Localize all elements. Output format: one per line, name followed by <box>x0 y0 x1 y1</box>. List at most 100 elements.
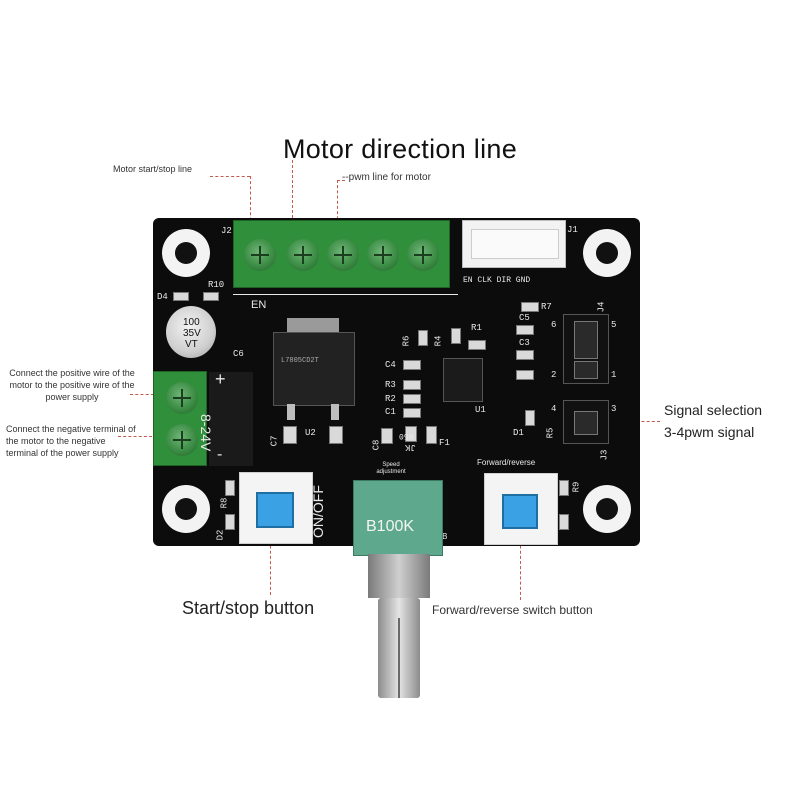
jumper-cap[interactable] <box>574 321 598 359</box>
leader-line <box>250 176 251 236</box>
motor-terminal-block <box>233 220 450 288</box>
fuse-marking: 050 <box>399 431 414 440</box>
smd-led <box>225 514 235 530</box>
forward-reverse-button[interactable] <box>502 494 538 529</box>
leader-line <box>210 176 250 177</box>
r10-label: R10 <box>208 280 225 290</box>
regulator-pad <box>329 426 343 444</box>
pin-6-label: 6 <box>551 320 557 330</box>
r4-label: R4 <box>433 335 444 347</box>
mounting-hole <box>162 485 210 533</box>
diagram-title: Motor direction line <box>282 134 518 164</box>
terminal-screw[interactable] <box>327 239 359 271</box>
r8-label: R8 <box>219 497 230 509</box>
smd-diode <box>525 410 535 426</box>
j4-label: J4 <box>596 301 607 313</box>
pin-5-label: 5 <box>611 320 617 330</box>
terminal-screw[interactable] <box>407 239 439 271</box>
c1-label: C1 <box>385 407 396 417</box>
capacitor-marking-1: 100 <box>183 317 200 328</box>
smd-resistor <box>203 292 219 301</box>
fuse <box>426 426 437 444</box>
u2-label: U2 <box>305 428 316 438</box>
start-stop-button[interactable] <box>256 492 294 528</box>
pin-1-label: 1 <box>611 370 617 380</box>
power-terminal-screw[interactable] <box>166 424 198 456</box>
leader-line <box>337 180 345 181</box>
regulator-pin <box>331 404 339 420</box>
terminal-screw[interactable] <box>367 239 399 271</box>
smd-capacitor <box>516 350 534 360</box>
leader-line <box>337 180 338 240</box>
d2-label: D2 <box>215 529 226 541</box>
negative-terminal-label: Connect the negative terminal of the mot… <box>6 424 136 458</box>
j2-label: J2 <box>221 226 232 236</box>
leader-line <box>520 525 521 600</box>
power-voltage-label: 8-24V <box>198 414 214 452</box>
pwm-line-label: --pwm line for motor <box>342 172 431 183</box>
signal-connector <box>462 220 566 268</box>
power-label-area <box>209 372 253 466</box>
smd-capacitor <box>516 325 534 335</box>
jumper-cap[interactable] <box>574 411 598 435</box>
smd-resistor <box>521 302 539 312</box>
smd-led <box>173 292 189 301</box>
smd-resistor <box>559 480 569 496</box>
r3-label: R3 <box>385 380 396 390</box>
power-terminal-block <box>153 371 207 466</box>
shaft-slot <box>398 618 400 698</box>
positive-wire-label: Connect the positive wire of the motor t… <box>9 368 135 402</box>
forward-reverse-silk-label: Forward/reverse <box>477 458 536 467</box>
electrolytic-capacitor <box>166 306 216 358</box>
f1-label: F1 <box>439 438 450 448</box>
jk-label: JK <box>405 442 416 452</box>
leader-line <box>292 160 293 238</box>
start-stop-button-label: Start/stop button <box>182 598 315 618</box>
j3-label: J3 <box>599 449 610 461</box>
c4-label: C4 <box>385 360 396 370</box>
c5-label: C5 <box>519 313 530 323</box>
mounting-hole <box>583 485 631 533</box>
forward-reverse-button-label: Forward/reverse switch button <box>432 603 593 617</box>
r1-label: R1 <box>471 323 482 333</box>
plus-label: + <box>215 369 226 389</box>
c6-label: C6 <box>233 349 244 359</box>
silk-line <box>233 294 458 295</box>
regulator-marking: L7805CD2T <box>281 357 319 365</box>
connector-pin-labels: EN CLK DIR GND <box>463 276 531 285</box>
smd-capacitor <box>516 370 534 380</box>
smd-capacitor <box>381 428 393 444</box>
terminal-screw[interactable] <box>244 239 276 271</box>
connector-housing <box>471 229 559 259</box>
jumper-cap[interactable] <box>574 361 598 379</box>
minus-label: - <box>217 446 223 463</box>
mounting-hole <box>162 229 210 277</box>
j1-label: J1 <box>567 225 578 235</box>
r5-label: R5 <box>545 427 556 439</box>
pin-3-label: 3 <box>611 404 617 414</box>
smd-resistor <box>403 380 421 390</box>
jumper-header-j3 <box>563 400 609 444</box>
potentiometer-bushing <box>368 554 430 598</box>
capacitor-marking-3: VT <box>185 339 198 350</box>
smd-resistor <box>468 340 486 350</box>
pin-2-label: 2 <box>551 370 557 380</box>
smd-resistor <box>403 394 421 404</box>
motor-start-stop-line-label: Motor start/stop line <box>113 164 193 174</box>
smd-resistor <box>418 330 428 346</box>
leader-line <box>270 525 271 595</box>
pin-4-label: 4 <box>551 404 557 414</box>
on-off-label: ON/OFF <box>310 485 326 538</box>
potentiometer-value: B100K <box>366 518 415 535</box>
controller-ic <box>443 358 483 402</box>
terminal-screw[interactable] <box>287 239 319 271</box>
smd-component <box>405 426 417 442</box>
c3-label: C3 <box>519 338 530 348</box>
c8-label: C8 <box>371 439 382 451</box>
forward-reverse-button-body <box>484 473 558 545</box>
c7-label: C7 <box>269 435 280 447</box>
jumper-header-j4 <box>563 314 609 384</box>
voltage-regulator <box>273 332 355 406</box>
power-terminal-screw[interactable] <box>166 382 198 414</box>
speed-adjustment-label: Speed adjustment <box>376 462 406 475</box>
